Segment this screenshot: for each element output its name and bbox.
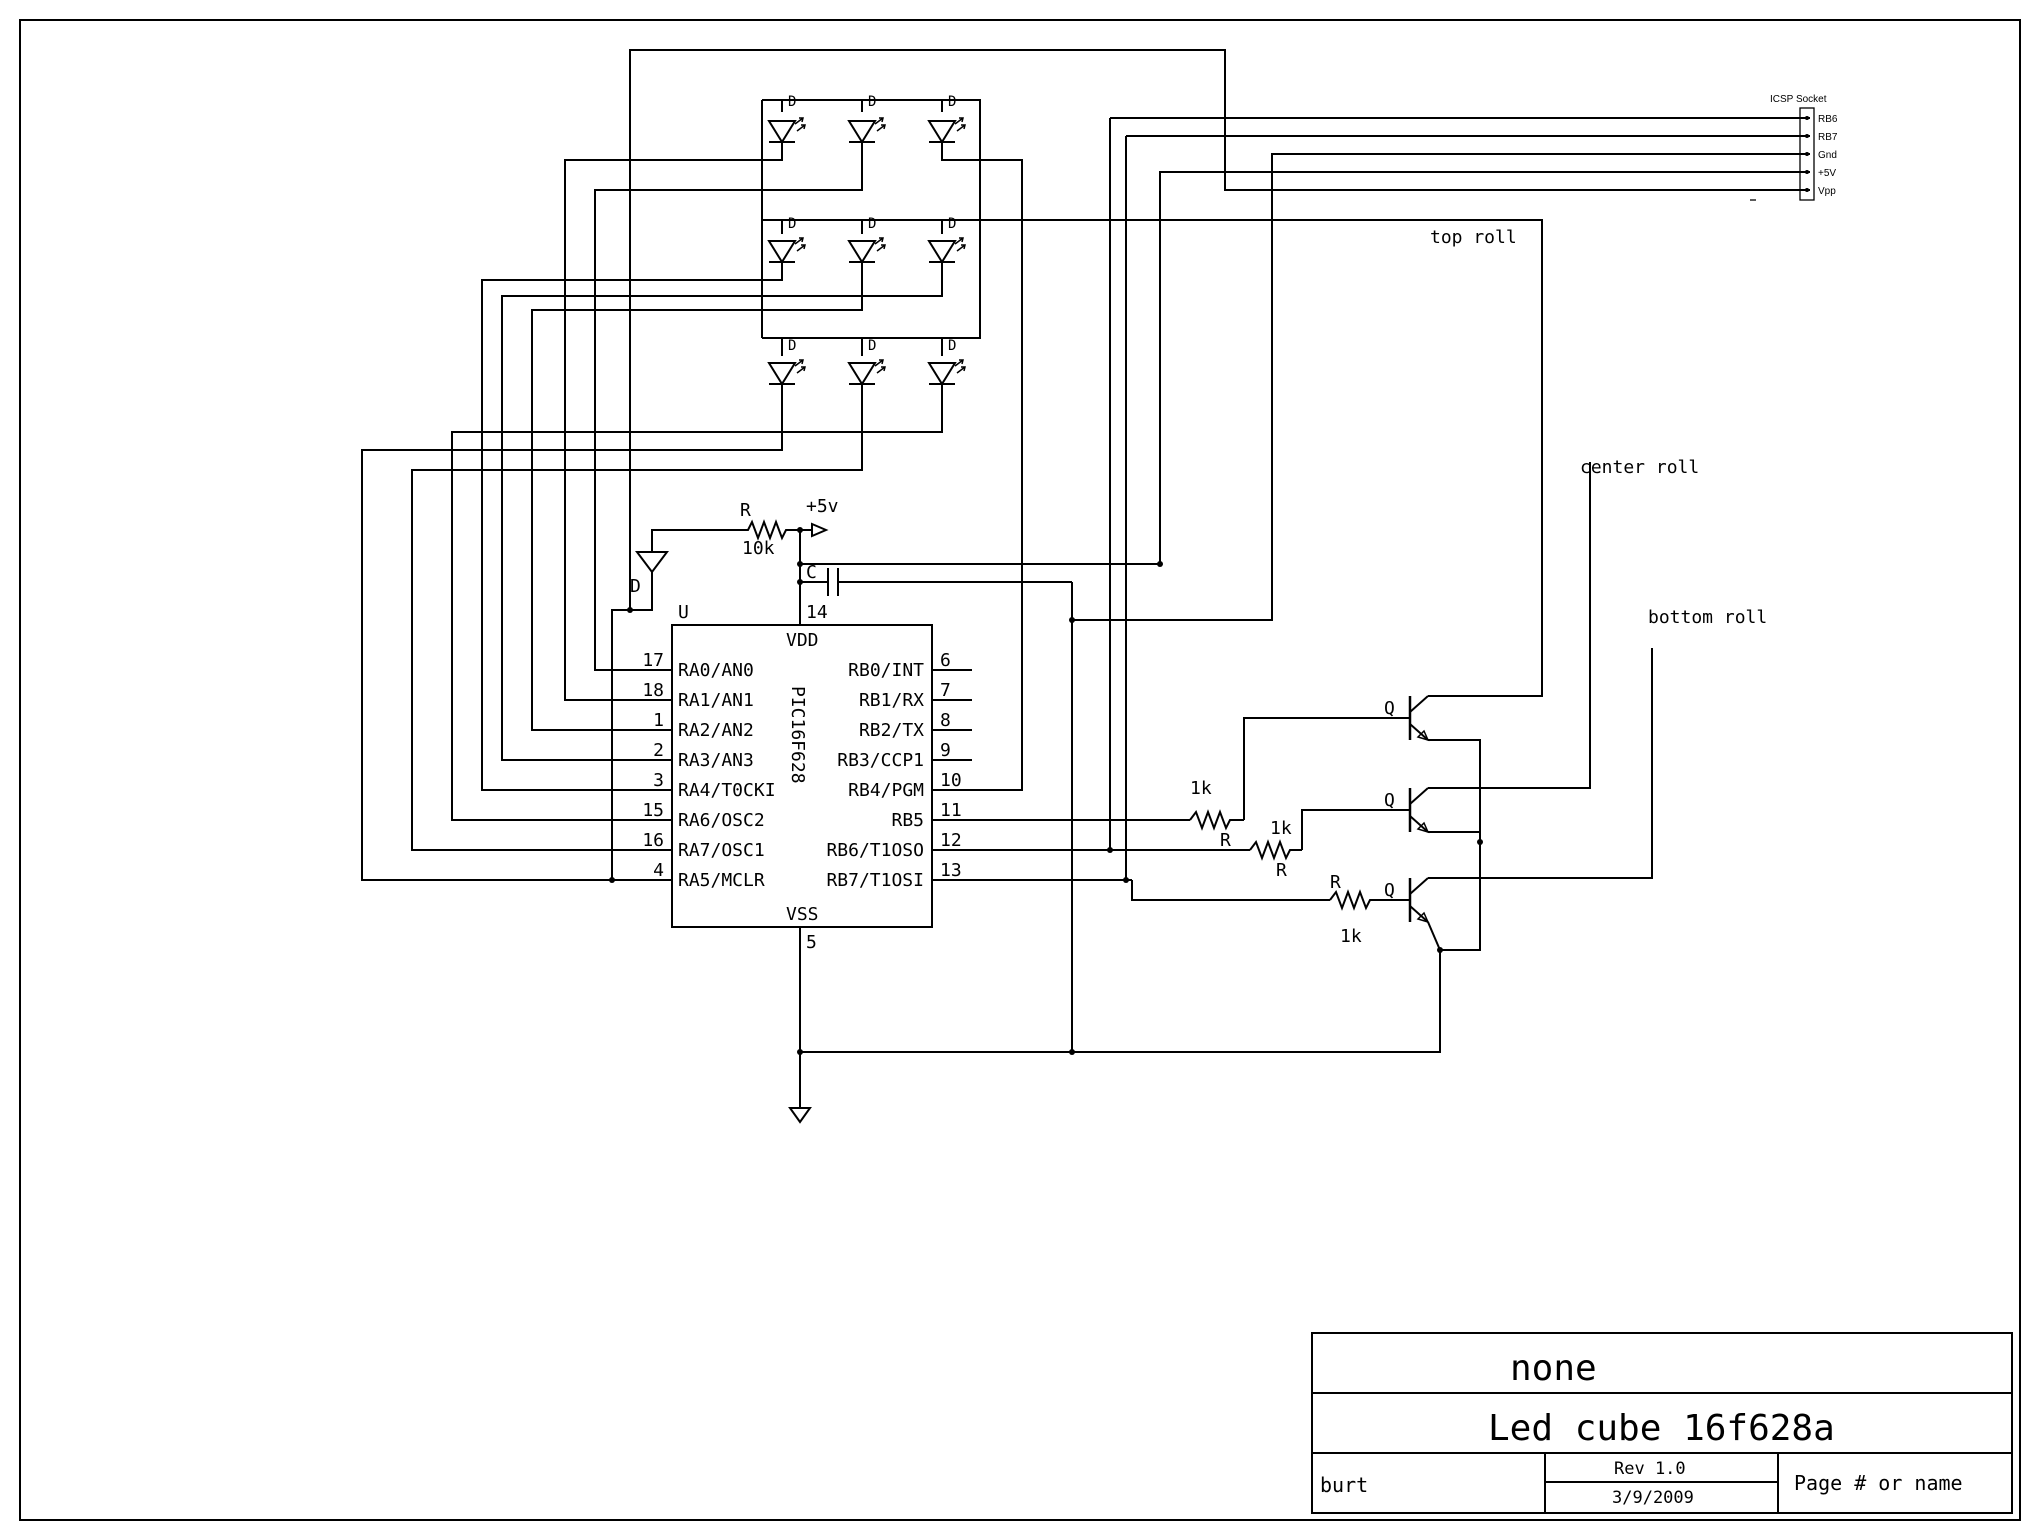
ic-left-pin-number: 18 [642, 680, 664, 701]
led-2-2 [848, 237, 886, 263]
title-author: burt [1320, 1473, 1368, 1497]
ic-left-pin-name: RA5/MCLR [678, 870, 765, 891]
pullup-value: 10k [742, 538, 775, 559]
led-label: D [788, 338, 796, 354]
ic-vdd-pin: 14 [806, 602, 828, 623]
ic-right-pin-name: RB7/T1OSI [826, 870, 924, 891]
ic-left-pin-number: 15 [642, 800, 664, 821]
ic-right-pin-name: RB5 [891, 810, 924, 831]
ic-left-pin-number: 4 [653, 860, 664, 881]
res-bottom-ref: R [1330, 872, 1341, 893]
ic-left-pin-name: RA6/OSC2 [678, 810, 765, 831]
ic-right-pin-name: RB0/INT [848, 660, 924, 681]
ic-left-pin-number: 3 [653, 770, 664, 791]
icsp-pin: Gnd [1818, 150, 1837, 161]
led-3-3 [928, 359, 966, 385]
led-label: D [868, 216, 876, 232]
ic-left-pin-name: RA2/AN2 [678, 720, 754, 741]
q-center-ref: Q [1384, 790, 1395, 811]
led-3-2 [848, 359, 886, 385]
ic-vss-pin: 5 [806, 932, 817, 953]
q-bottom-ref: Q [1384, 880, 1395, 901]
mclr-circuit: D R 10k +5v C [609, 49, 1810, 1052]
ic-right-pin-name: RB3/CCP1 [837, 750, 924, 771]
ic-left-pin-number: 1 [653, 710, 664, 731]
ic-left-pin-name: RA1/AN1 [678, 690, 754, 711]
transistor-bottom [1408, 876, 1430, 924]
transistor-top [1408, 694, 1430, 742]
supply-label: +5v [806, 496, 839, 517]
sheet-border [19, 19, 2021, 1521]
ic-left-pin-name: RA0/AN0 [678, 660, 754, 681]
icsp-pin: Vpp [1818, 186, 1836, 197]
led-1-1 [768, 117, 806, 143]
label-center-roll: center roll [1580, 457, 1699, 478]
led-2-3 [928, 237, 966, 263]
led-1-3 [928, 117, 966, 143]
ic-vss-label: VSS [786, 904, 819, 925]
led-label: D [868, 338, 876, 354]
led-label: D [948, 94, 956, 110]
ic-left-pin-number: 16 [642, 830, 664, 851]
led-label: D [948, 338, 956, 354]
ic-right-pin-number: 12 [940, 830, 962, 851]
res-center-value: 1k [1270, 818, 1292, 839]
label-bottom-roll: bottom roll [1648, 607, 1767, 628]
ic-right-pin-number: 11 [940, 800, 962, 821]
transistor-center [1408, 786, 1430, 834]
led-matrix: D D D D D D D D D [361, 94, 1023, 881]
portb-wiring: 1k R 1k R R 1k [932, 118, 1410, 947]
transistors: Q Q Q top roll center roll bottom roll [788, 219, 1767, 1124]
ic-right-pin-name: RB6/T1OSO [826, 840, 924, 861]
ic-left-pin-name: RA3/AN3 [678, 750, 754, 771]
led-3-1 [768, 359, 806, 385]
led-label: D [788, 216, 796, 232]
icsp-socket: ICSP Socket RB6 RB7 Gnd +5V Vpp [1110, 94, 1838, 201]
icsp-title: ICSP Socket [1770, 94, 1827, 105]
title-company: none [1510, 1348, 1597, 1389]
ic-left-pin-name: RA4/T0CKI [678, 780, 776, 801]
ic-right-pin-number: 6 [940, 650, 951, 671]
ic-right-pin-name: RB1/RX [859, 690, 924, 711]
ic-right-pin-name: RB4/PGM [848, 780, 924, 801]
icsp-pin: RB7 [1818, 132, 1838, 143]
res-top-ref: R [1220, 830, 1231, 851]
led-1-2 [848, 117, 886, 143]
ic-part: PIC16F628 [787, 686, 808, 784]
title-page: Page # or name [1794, 1471, 1963, 1495]
res-top-value: 1k [1190, 778, 1212, 799]
led-label: D [868, 94, 876, 110]
ic-right-pin-number: 8 [940, 710, 951, 731]
title-block: none Led cube 16f628a burt Rev 1.0 3/9/2… [1311, 1332, 2013, 1514]
pullup-ref: R [740, 500, 751, 521]
led-label: D [788, 94, 796, 110]
label-top-roll: top roll [1430, 227, 1517, 248]
ic-right-pin-number: 10 [940, 770, 962, 791]
ic-right-pin-name: RB2/TX [859, 720, 924, 741]
led-label: D [948, 216, 956, 232]
ic-ref: U [678, 602, 689, 623]
title-revision: Rev 1.0 [1614, 1459, 1686, 1479]
title-date: 3/9/2009 [1612, 1488, 1694, 1508]
ic-left-pin-number: 17 [642, 650, 664, 671]
q-top-ref: Q [1384, 698, 1395, 719]
title-main: Led cube 16f628a [1488, 1408, 1835, 1449]
icsp-pin: +5V [1818, 168, 1836, 179]
ic-right-pin-number: 13 [940, 860, 962, 881]
res-center-ref: R [1276, 860, 1287, 881]
ic-left-pin-name: RA7/OSC1 [678, 840, 765, 861]
led-2-1 [768, 237, 806, 263]
ic-right-pin-number: 9 [940, 740, 951, 761]
diode-ref: D [630, 576, 641, 597]
ic-left-pin-number: 2 [653, 740, 664, 761]
ic-vdd-label: VDD [786, 630, 819, 651]
portb-stubs [932, 669, 972, 761]
icsp-pin: RB6 [1818, 114, 1838, 125]
res-bottom-value: 1k [1340, 926, 1362, 947]
ic-right-pin-number: 7 [940, 680, 951, 701]
capacitor-ref: C [806, 562, 817, 583]
